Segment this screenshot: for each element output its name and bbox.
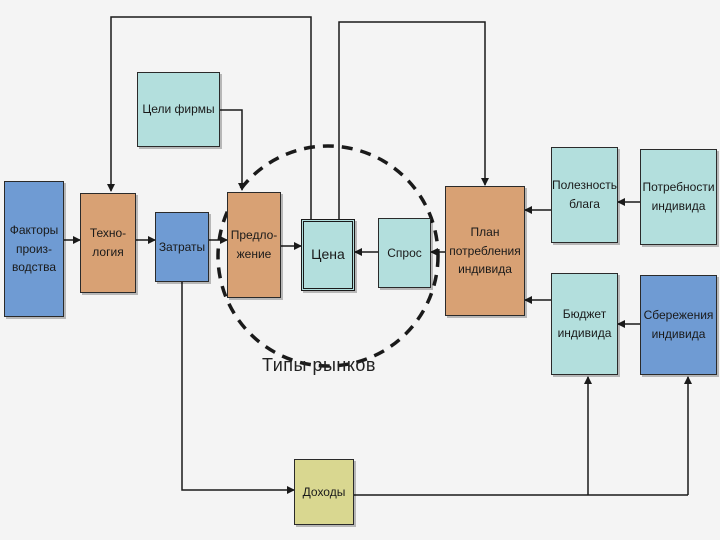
budget-box: Бюджет индивида bbox=[551, 273, 618, 375]
market-types-circle bbox=[216, 144, 440, 368]
firm-goals-box: Цели фирмы bbox=[137, 72, 220, 147]
connectors bbox=[64, 16, 692, 496]
consumption-plan-box: План потребления индивида bbox=[445, 186, 525, 316]
income-box: Доходы bbox=[294, 459, 354, 525]
market-types-label: Типы рынков bbox=[262, 355, 376, 375]
demand-box: Спрос bbox=[378, 218, 431, 288]
arrow-goals-to-supply bbox=[220, 109, 246, 191]
arrow-price-to-plan bbox=[338, 21, 489, 219]
technology-box: Техно- логия bbox=[80, 193, 136, 293]
costs-box: Затраты bbox=[155, 212, 209, 282]
factors-box: Факторы произ- водства bbox=[4, 181, 64, 317]
price-box: Цена bbox=[301, 219, 355, 291]
needs-box: Потребности индивида bbox=[640, 149, 717, 245]
utility-box: Полезность блага bbox=[551, 147, 618, 243]
savings-box: Сбережения индивида bbox=[640, 275, 717, 375]
arrow-costs-to-income bbox=[181, 282, 295, 494]
supply-box: Предло- жение bbox=[227, 192, 281, 298]
arrow-price-to-technology bbox=[107, 16, 312, 219]
